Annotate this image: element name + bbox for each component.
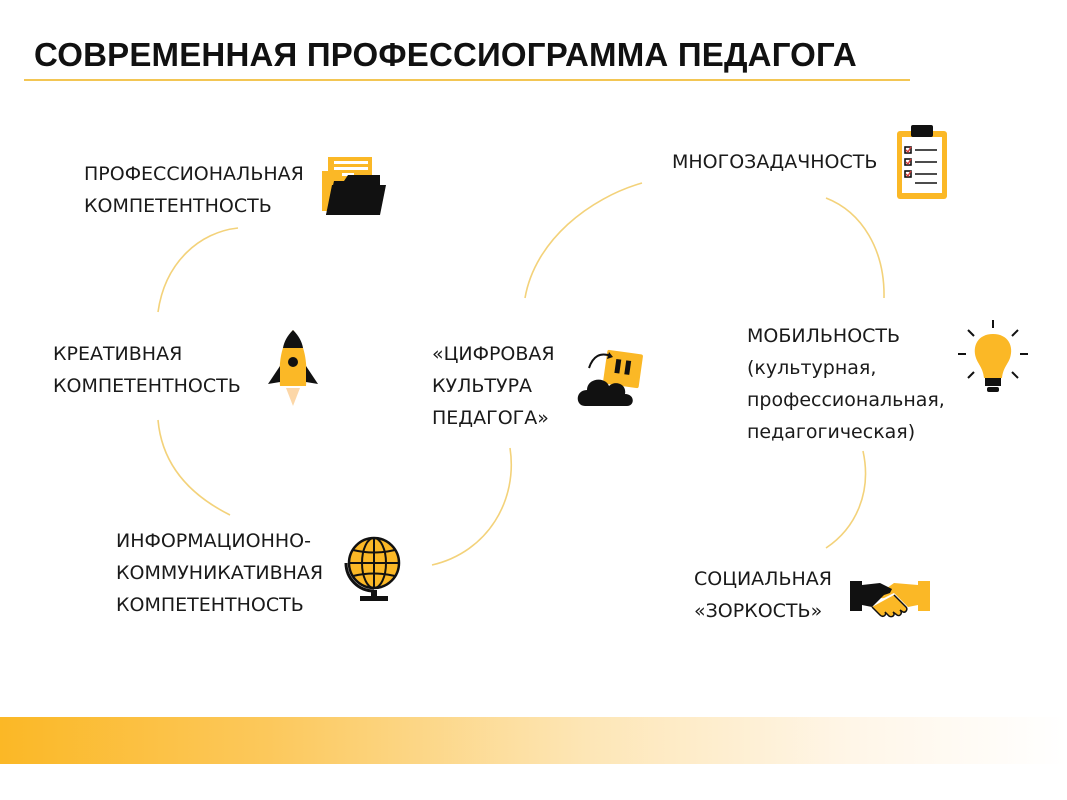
connector-digital-multi [524, 182, 643, 299]
handshake-icon [850, 581, 930, 618]
connector-prof-creative [157, 227, 239, 313]
connector-multi-mobility [825, 197, 885, 299]
node-multitasking: МНОГОЗАДАЧНОСТЬ [672, 146, 877, 178]
folder-documents-icon [322, 157, 386, 215]
lightbulb-icon [958, 320, 1028, 392]
node-label-line: КОМПЕТЕНТНОСТЬ [84, 195, 272, 217]
node-label-line: «ЗОРКОСТЬ» [694, 600, 823, 622]
node-label-line: КОММУНИКАТИВНАЯ [116, 562, 324, 584]
node-label-line: КОМПЕТЕНТНОСТЬ [53, 375, 241, 397]
page-title: СОВРЕМЕННАЯ ПРОФЕССИОГРАММА ПЕДАГОГА [34, 36, 857, 73]
connector-info-digital [431, 447, 512, 566]
node-label-line: профессиональная, [747, 389, 945, 411]
node-label-line: КОМПЕТЕНТНОСТЬ [116, 594, 304, 616]
node-digital-culture: «ЦИФРОВАЯ КУЛЬТУРА ПЕДАГОГА» [432, 338, 555, 434]
node-info-communicative-competence: ИНФОРМАЦИОННО- КОММУНИКАТИВНАЯ КОМПЕТЕНТ… [116, 525, 323, 621]
bottom-gradient-band [0, 717, 1067, 764]
rocket-icon [268, 330, 318, 406]
node-creative-competence: КРЕАТИВНАЯ КОМПЕТЕНТНОСТЬ [53, 338, 241, 402]
clipboard-checklist-icon [897, 125, 947, 199]
node-label-line: СОЦИАЛЬНАЯ [694, 568, 832, 590]
connector-creative-info [157, 419, 231, 516]
globe-icon [344, 536, 401, 601]
node-label-line: КУЛЬТУРА [432, 375, 533, 397]
cloud-storage-icon [577, 349, 643, 406]
node-mobility: МОБИЛЬНОСТЬ (культурная, профессиональна… [747, 320, 945, 448]
node-label-line: ПЕДАГОГА» [432, 407, 549, 429]
title-underline [24, 79, 910, 81]
node-label-line: педагогическая) [747, 421, 916, 443]
node-label-line: ИНФОРМАЦИОННО- [116, 530, 311, 552]
node-social-vigilance: СОЦИАЛЬНАЯ «ЗОРКОСТЬ» [694, 563, 832, 627]
node-label-line: ПРОФЕССИОНАЛЬНАЯ [84, 163, 304, 185]
node-label-line: (культурная, [747, 357, 877, 379]
node-professional-competence: ПРОФЕССИОНАЛЬНАЯ КОМПЕТЕНТНОСТЬ [84, 158, 304, 222]
connector-mobility-social [825, 450, 867, 549]
node-label-line: МНОГОЗАДАЧНОСТЬ [672, 151, 878, 173]
node-label-line: «ЦИФРОВАЯ [432, 343, 555, 365]
node-label-line: МОБИЛЬНОСТЬ [747, 325, 901, 347]
node-label-line: КРЕАТИВНАЯ [53, 343, 183, 365]
